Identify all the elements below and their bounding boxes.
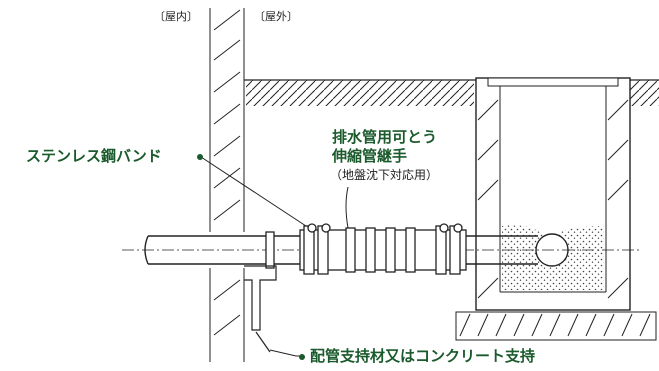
drain-pipe — [122, 235, 640, 265]
inspection-chamber — [475, 77, 631, 311]
label-joint-line2: 伸縮管継手 — [332, 147, 408, 165]
gravel-foundation — [455, 311, 657, 341]
flexible-expansion-joint — [265, 223, 467, 275]
leader-dots — [197, 154, 305, 360]
building-wall — [209, 8, 245, 362]
label-joint-note: （地盤沈下対応用） — [330, 168, 439, 182]
label-pipe-support: 配管支持材又はコンクリート支持 — [310, 347, 536, 365]
label-stainless-band: ステンレス鋼バンド — [26, 147, 162, 165]
label-indoor: 〔屋内〕 — [154, 10, 198, 23]
pipe-support — [244, 265, 277, 353]
label-outdoor: 〔屋外〕 — [254, 10, 298, 23]
ground-surface — [244, 79, 659, 106]
label-joint-line1: 排水管用可とう — [332, 128, 438, 146]
